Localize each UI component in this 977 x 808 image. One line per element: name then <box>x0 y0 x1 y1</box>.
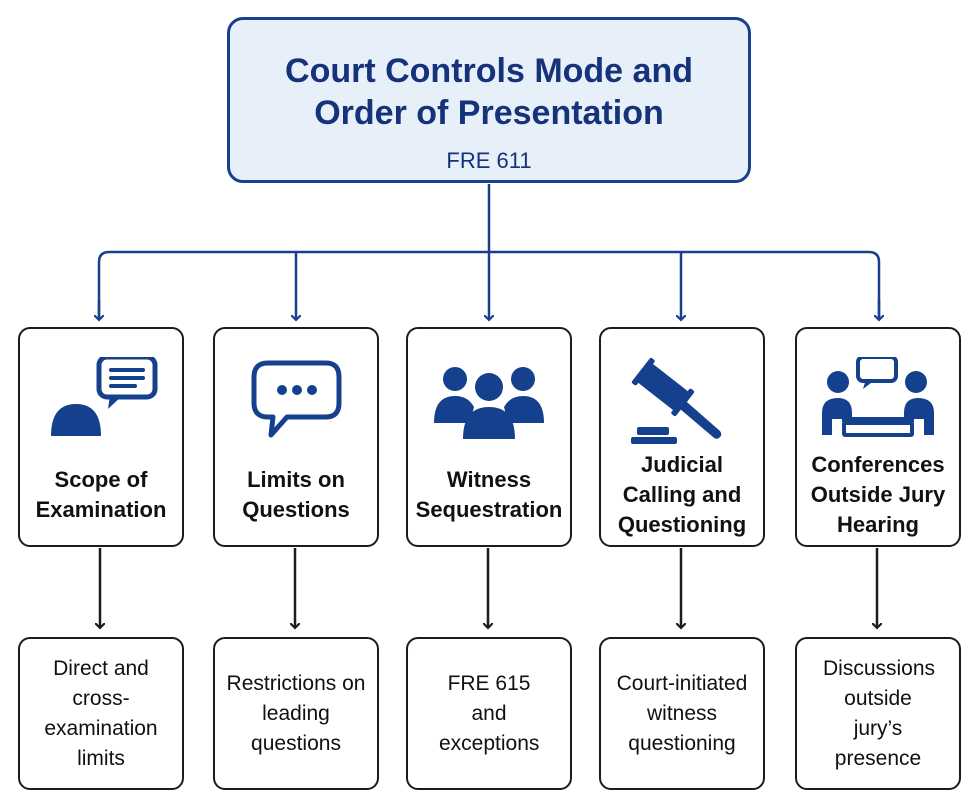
category-node-limits-on-questions: Limits on Questions <box>213 327 379 547</box>
category-node-scope-of-examination: Scope of Examination <box>18 327 184 547</box>
category-label: Limits on Questions <box>242 466 350 522</box>
gavel-icon <box>631 357 722 444</box>
detail-text: FRE 615 and exceptions <box>439 671 540 755</box>
detail-text: Discussions outside jury’s presence <box>823 656 936 770</box>
detail-text: Restrictions on leading questions <box>226 671 366 755</box>
root-title: Court Controls Mode and Order of Present… <box>285 52 693 132</box>
category-label: Conferences Outside Jury Hearing <box>810 451 946 537</box>
detail-node-3: FRE 615 and exceptions <box>406 637 572 790</box>
category-label: Judicial Calling and Questioning <box>617 451 747 537</box>
detail-node-4: Court-initiated witness questioning <box>599 637 765 790</box>
branch-bar <box>97 250 881 318</box>
speech-bubble-ellipsis-icon <box>251 360 342 438</box>
root-node: Court Controls Mode and Order of Present… <box>227 17 751 183</box>
root-subtitle: FRE 611 <box>446 148 532 173</box>
detail-text: Court-initiated witness questioning <box>616 671 748 755</box>
detail-node-2: Restrictions on leading questions <box>213 637 379 790</box>
category-label: Witness Sequestration <box>415 466 563 522</box>
group-of-people-icon <box>434 367 544 439</box>
category-label: Scope of Examination <box>35 466 167 522</box>
category-node-witness-sequestration: Witness Sequestration <box>406 327 572 547</box>
conference-table-icon <box>822 357 934 437</box>
detail-node-1: Direct and cross-examination limits <box>18 637 184 790</box>
category-node-judicial-calling: Judicial Calling and Questioning <box>599 327 765 547</box>
category-node-conferences: Conferences Outside Jury Hearing <box>795 327 961 547</box>
detail-node-5: Discussions outside jury’s presence <box>795 637 961 790</box>
detail-text: Direct and cross-examination limits <box>44 656 158 770</box>
speaker-with-speech-bubble-icon <box>51 357 158 436</box>
